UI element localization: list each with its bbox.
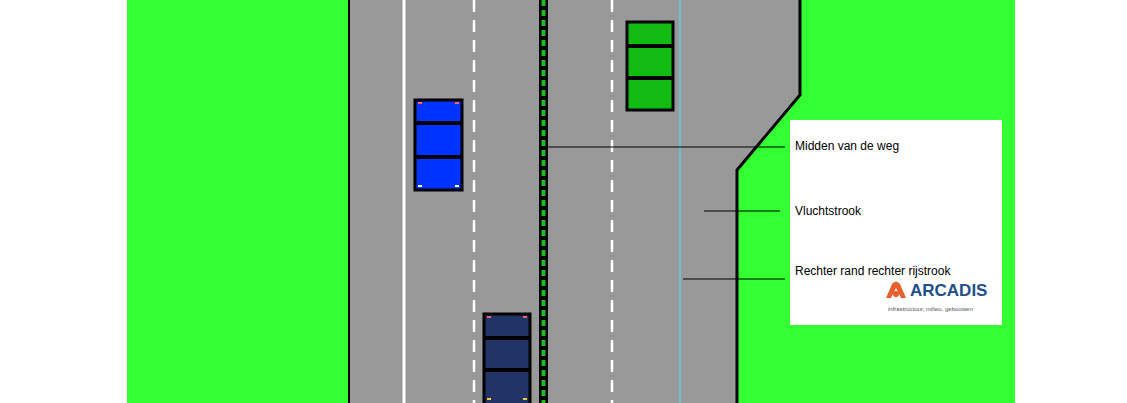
logo-icon bbox=[884, 280, 908, 300]
callout-label: Rechter rand rechter rijstrook bbox=[795, 264, 950, 278]
logo-tagline: infrastructuur, milieu, gebouwen bbox=[888, 306, 973, 312]
logo-text: ARCADIS bbox=[910, 281, 987, 301]
callout-label: Vluchtstrook bbox=[795, 204, 861, 218]
callout-label: Midden van de weg bbox=[795, 139, 899, 153]
label-panel: Midden van de wegVluchtstrookRechter ran… bbox=[790, 120, 1002, 325]
